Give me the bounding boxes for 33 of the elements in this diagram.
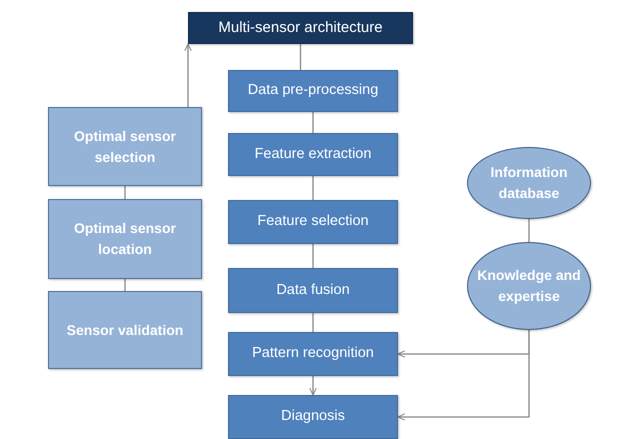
connector-line: [124, 186, 126, 199]
process-box: [228, 268, 398, 313]
process-box: [48, 107, 202, 186]
connector-line: [312, 112, 314, 133]
connector-line: [309, 376, 317, 396]
node-label: Feature selection: [257, 212, 369, 232]
process-box: [228, 70, 398, 112]
node-label: Data pre-processing: [248, 81, 378, 100]
connector-line: [312, 176, 314, 200]
connector-line: [124, 279, 126, 291]
node-label: Knowledge and expertise: [476, 266, 582, 306]
process-box: [228, 133, 398, 176]
process-box: [188, 12, 413, 44]
process-box: [228, 395, 398, 439]
node-label: Data fusion: [276, 280, 350, 300]
node-label: Optimal sensor selection: [73, 126, 177, 166]
node-label: Information database: [490, 163, 568, 203]
node-label: Pattern recognition: [252, 344, 374, 364]
node-label: Multi-sensor architecture: [218, 18, 383, 38]
node-label: Optimal sensor location: [73, 219, 177, 259]
connector-line: [184, 43, 192, 107]
node-label: Diagnosis: [281, 407, 345, 426]
connector-line: [312, 244, 314, 268]
connector-line: [528, 219, 530, 242]
process-box: [48, 291, 202, 369]
connector-line: [300, 44, 302, 70]
node-label: Sensor validation: [66, 320, 184, 340]
connector-line: [312, 313, 314, 332]
process-box: [228, 200, 398, 244]
node-label: Feature extraction: [254, 144, 372, 164]
connector-line: [397, 330, 530, 421]
process-box: [48, 199, 202, 279]
process-box: [228, 332, 398, 376]
